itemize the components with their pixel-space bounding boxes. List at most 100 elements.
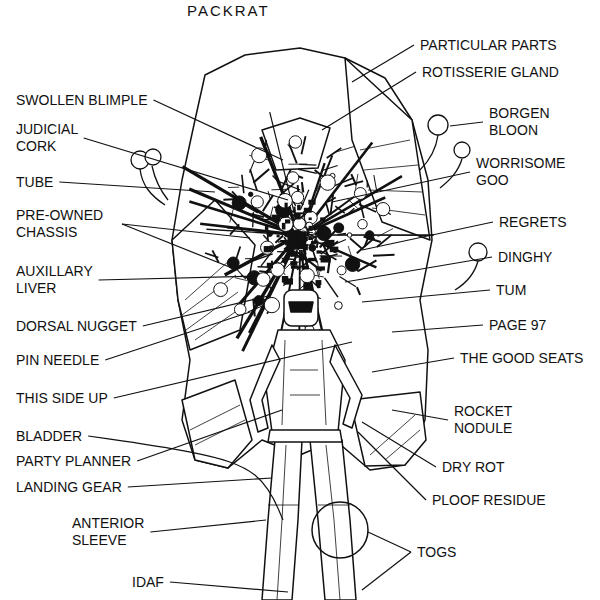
gear — [309, 244, 316, 251]
dense-core — [320, 217, 325, 221]
tube — [351, 174, 356, 185]
tube — [359, 204, 376, 212]
dense-core — [264, 246, 271, 252]
gear — [252, 148, 267, 163]
dense-core — [316, 226, 325, 229]
dense-core — [330, 247, 339, 253]
tube — [347, 199, 359, 210]
helmet — [284, 290, 318, 326]
tube — [348, 208, 355, 214]
tube — [297, 261, 310, 270]
dense-core — [309, 217, 312, 220]
balloon — [428, 115, 448, 135]
part-label: PIN NEEDLE — [14, 352, 101, 369]
dense-core — [316, 266, 325, 270]
tube — [367, 181, 368, 188]
dense-core — [295, 214, 301, 220]
tube — [335, 206, 344, 213]
gear — [358, 219, 367, 228]
arm — [250, 345, 280, 432]
dense-core — [282, 223, 286, 230]
part-label: PARTICULAR PARTS — [418, 37, 559, 54]
leader-line — [362, 552, 411, 590]
gear — [354, 188, 366, 200]
gear — [300, 268, 314, 282]
part-label: PARTY PLANNER — [14, 453, 133, 470]
rod — [314, 198, 385, 230]
tube — [251, 214, 264, 217]
part-label: ROCKET NODULE — [452, 403, 514, 437]
dense-core — [291, 252, 298, 257]
dense-core — [285, 203, 288, 209]
gear — [248, 192, 252, 196]
part-label: BORGEN BLOON — [487, 105, 552, 139]
tube — [327, 148, 342, 158]
leader-line — [362, 422, 436, 467]
tube — [325, 278, 338, 297]
part-label: DORSAL NUGGET — [14, 318, 139, 335]
dense-core — [317, 282, 321, 288]
figure — [250, 290, 368, 600]
leader-line — [368, 532, 411, 552]
sack-right — [350, 392, 426, 466]
leader-line — [332, 172, 470, 202]
tube — [298, 169, 316, 173]
leader-line — [122, 224, 232, 268]
dense-core — [290, 261, 297, 266]
gear — [365, 231, 374, 240]
gear — [256, 273, 270, 287]
tube — [253, 169, 269, 183]
dense-core — [315, 232, 324, 234]
dense-core — [309, 226, 313, 231]
gear — [376, 203, 389, 216]
rod — [182, 167, 286, 228]
tube — [260, 219, 273, 221]
tube — [205, 253, 218, 257]
arm — [330, 345, 362, 428]
leader-line — [122, 224, 250, 238]
gear — [293, 218, 305, 230]
dense-core — [287, 244, 295, 249]
gear — [289, 136, 301, 148]
tube — [284, 256, 299, 270]
tube — [271, 189, 286, 191]
dense-core — [287, 237, 296, 244]
dense-core — [304, 208, 312, 213]
part-label: PLOOF RESIDUE — [430, 492, 548, 509]
gear — [232, 196, 246, 210]
part-label: SWOLLEN BLIMPLE — [14, 92, 150, 109]
part-label: IDAF — [130, 574, 166, 591]
belt — [268, 430, 342, 442]
leader-line — [128, 478, 272, 487]
leader-line — [352, 45, 414, 82]
tube — [315, 275, 324, 277]
tube — [350, 238, 362, 248]
part-label: PAGE 97 — [487, 317, 548, 334]
leader-line — [450, 122, 483, 126]
tube — [299, 164, 316, 166]
gear — [335, 302, 343, 310]
balloon-string — [140, 135, 478, 290]
gear — [287, 172, 299, 184]
gear — [261, 241, 274, 254]
gear — [278, 194, 293, 209]
leader-line — [59, 182, 215, 192]
dense-core — [285, 219, 290, 223]
leader-line — [322, 72, 416, 130]
dense-core — [311, 241, 317, 244]
leader-line — [392, 325, 483, 332]
tube — [265, 140, 267, 146]
leader-line — [154, 100, 284, 160]
dense-core — [298, 232, 307, 239]
leader-line — [170, 582, 288, 592]
dense-core — [300, 244, 307, 249]
gear — [291, 191, 303, 203]
part-label: TUBE — [14, 174, 55, 191]
part-label: TUM — [494, 282, 528, 299]
dense-core — [286, 249, 292, 252]
part-label: ROTISSERIE GLAND — [420, 64, 561, 81]
leg — [310, 440, 356, 600]
seam — [268, 445, 350, 600]
part-label: ANTERIOR SLEEVE — [70, 515, 146, 549]
